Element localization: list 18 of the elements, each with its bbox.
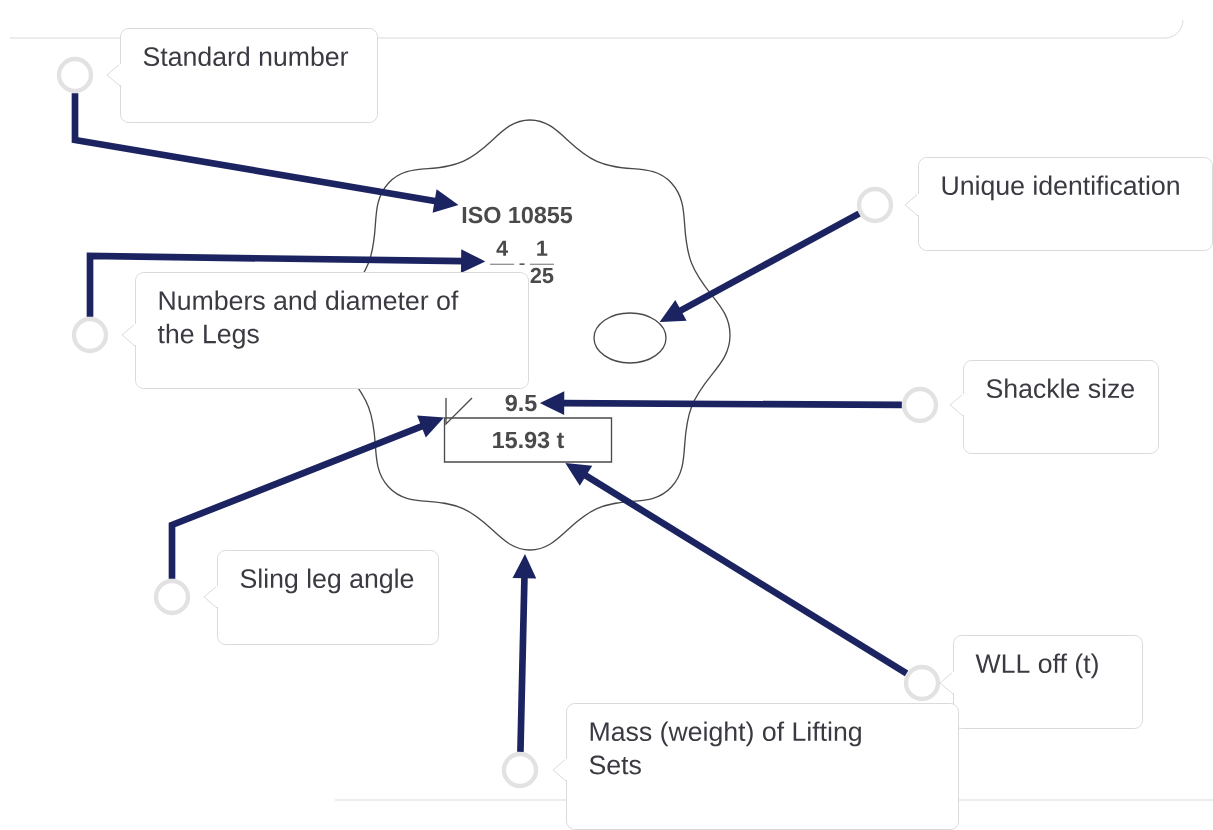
hotspot-ring	[501, 751, 539, 789]
callout-tooltip: Mass (weight) of Lifting Sets	[552, 703, 959, 830]
callout-tooltip: Sling leg angle	[203, 550, 439, 645]
ellipse	[593, 312, 667, 364]
hotspot-ring	[153, 578, 191, 616]
hotspot-ring	[856, 186, 894, 224]
callout-tooltip: Numbers and diameter of the Legs	[121, 272, 529, 389]
hotspot-ring	[56, 56, 94, 94]
callout-tooltip: Unique identification	[904, 157, 1213, 251]
hotspot-ring	[901, 386, 939, 424]
hotspot-ring	[71, 316, 109, 354]
tag-text: ISO 10855	[462, 206, 573, 224]
callout-tooltip: WLL off (t)	[939, 635, 1143, 729]
value-box: 15.93 t	[443, 417, 613, 463]
node-label: Mass (weight) of Lifting Sets	[589, 721, 861, 775]
callout-tooltip: Standard number	[106, 28, 378, 123]
tag-text: 9.5	[505, 394, 537, 412]
callout-tooltip: Shackle size	[949, 360, 1159, 454]
